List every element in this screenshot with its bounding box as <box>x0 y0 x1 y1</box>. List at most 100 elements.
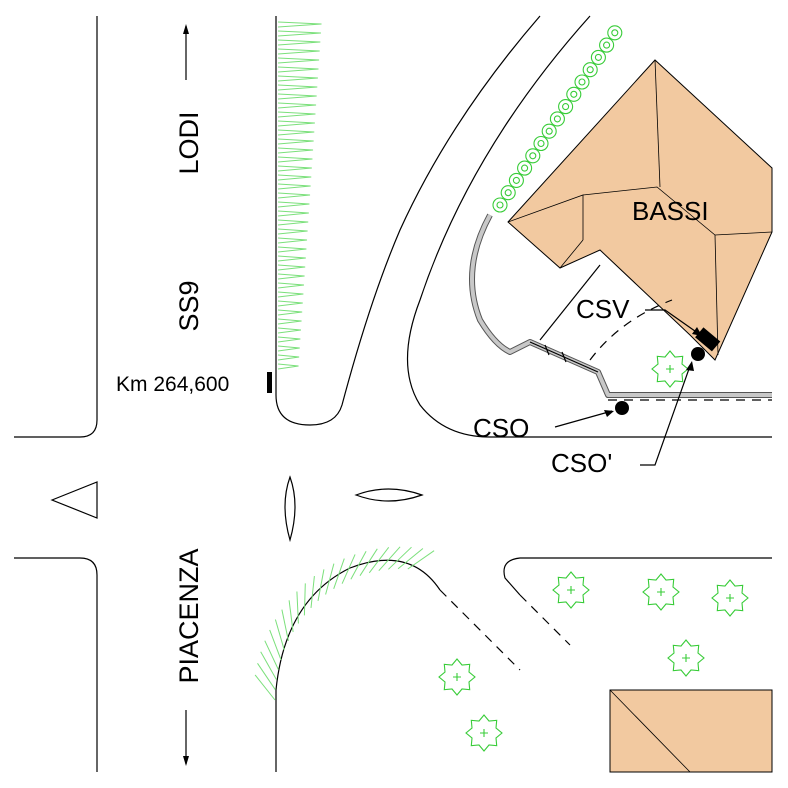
building-southeast <box>609 689 773 773</box>
grass-hatch <box>277 21 322 28</box>
grass-hatch <box>277 228 308 235</box>
grass-hatch <box>378 546 401 572</box>
grass-hatch <box>277 84 318 91</box>
csv-leader-arrow-icon <box>692 327 702 336</box>
boundary-line-1 <box>539 264 601 341</box>
grass-hatch <box>257 663 276 691</box>
pipe-ticks <box>544 344 567 363</box>
grass-hatch <box>288 600 294 633</box>
grass-hatch <box>260 651 277 680</box>
grass-hatch <box>277 30 321 37</box>
shrub-icon <box>517 160 533 176</box>
grass-hatch <box>254 674 276 701</box>
grass-hatch <box>325 563 335 595</box>
grass-hatch <box>277 66 319 73</box>
grass-hatch <box>264 640 279 670</box>
tree-icon <box>642 573 680 611</box>
cso-label: CSO <box>473 413 529 443</box>
sidewalk-path <box>469 213 772 401</box>
grass-hatch <box>277 255 306 262</box>
road-edge-east-lower <box>503 557 772 596</box>
road-edge-east-branch <box>407 15 772 438</box>
grass-hatch <box>277 363 299 370</box>
road-edge-southwest <box>14 557 98 772</box>
grass-hatch <box>277 129 315 136</box>
grass-hatch <box>303 583 306 616</box>
building-name-label: BASSI <box>632 196 709 226</box>
grass-hatch <box>277 183 311 190</box>
grass-hatch <box>277 354 300 361</box>
grass-hatch <box>277 120 315 127</box>
grass-hatch <box>277 57 320 64</box>
shrub-icon <box>590 49 606 65</box>
island-triangle-west <box>50 481 98 519</box>
grass-strip-south <box>254 546 435 701</box>
grass-hatch <box>277 282 305 289</box>
north-direction-label: LODI <box>174 111 204 174</box>
cso-prime-leader <box>640 365 691 466</box>
grass-hatch <box>333 558 345 589</box>
grass-hatch <box>277 102 317 109</box>
shrub-icon <box>549 111 565 127</box>
road-code-label: SS9 <box>174 280 204 331</box>
grass-hatch <box>277 291 304 298</box>
arrow-down-icon <box>183 710 189 766</box>
grass-hatch <box>407 550 435 570</box>
tree-icon <box>667 639 705 677</box>
cso-leader <box>554 410 613 428</box>
cso-point-icon <box>615 401 629 415</box>
road-edge-north-east <box>275 15 541 426</box>
shrub-icon <box>541 123 557 139</box>
road-edge-northwest <box>14 16 98 438</box>
road-edge-southeast-dashed <box>439 589 521 671</box>
grass-hatch <box>277 246 307 253</box>
grass-hatch <box>388 546 412 570</box>
grass-hatch <box>359 548 378 576</box>
shrub-icon <box>492 197 508 213</box>
grass-hatch <box>350 550 367 580</box>
cso-prime-leader-arrow-icon <box>686 361 694 371</box>
grass-hatch <box>277 156 313 163</box>
grass-hatch <box>277 219 309 226</box>
cso-prime-point-icon <box>691 347 705 361</box>
shrub-icon <box>558 99 574 115</box>
grass-hatch <box>281 609 289 642</box>
road-edge-east-lower-dashed <box>519 594 571 646</box>
shrub-icon <box>500 185 516 201</box>
tree-icon <box>651 350 689 388</box>
grass-hatch <box>277 264 306 271</box>
grass-hatch <box>277 336 301 343</box>
grass-hatch <box>277 48 320 55</box>
tree-icon <box>438 658 476 696</box>
csv-device-icon <box>695 327 721 352</box>
boundary-dashed <box>589 299 673 361</box>
grass-hatch <box>277 237 308 244</box>
grass-hatch <box>368 546 390 574</box>
grass-hatch <box>269 629 282 660</box>
grass-hatch <box>277 300 303 307</box>
grass-hatch <box>277 174 312 181</box>
road-edges <box>14 15 772 772</box>
grass-hatch <box>277 75 318 82</box>
tree-icon <box>711 579 749 617</box>
cso-prime-label: CSO' <box>551 448 612 478</box>
island-vertical <box>284 475 296 543</box>
grass-hatch <box>274 619 285 651</box>
grass-hatch <box>277 201 310 208</box>
km-marker-label: Km 264,600 <box>116 373 229 396</box>
south-direction-label: PIACENZA <box>174 548 204 683</box>
grass-hatch <box>277 210 309 217</box>
building-bassi <box>507 59 773 361</box>
grass-hatch <box>296 591 299 624</box>
shrub-icon <box>525 148 541 164</box>
shrub-icon <box>574 74 590 90</box>
tree-icon <box>552 571 590 609</box>
traffic-islands <box>50 475 424 543</box>
grass-hatch <box>397 548 424 570</box>
tree-icon <box>465 714 503 752</box>
km-marker-icon <box>267 372 272 393</box>
grass-hatch <box>277 93 317 100</box>
trees <box>438 350 749 752</box>
grass-hatch <box>277 192 311 199</box>
